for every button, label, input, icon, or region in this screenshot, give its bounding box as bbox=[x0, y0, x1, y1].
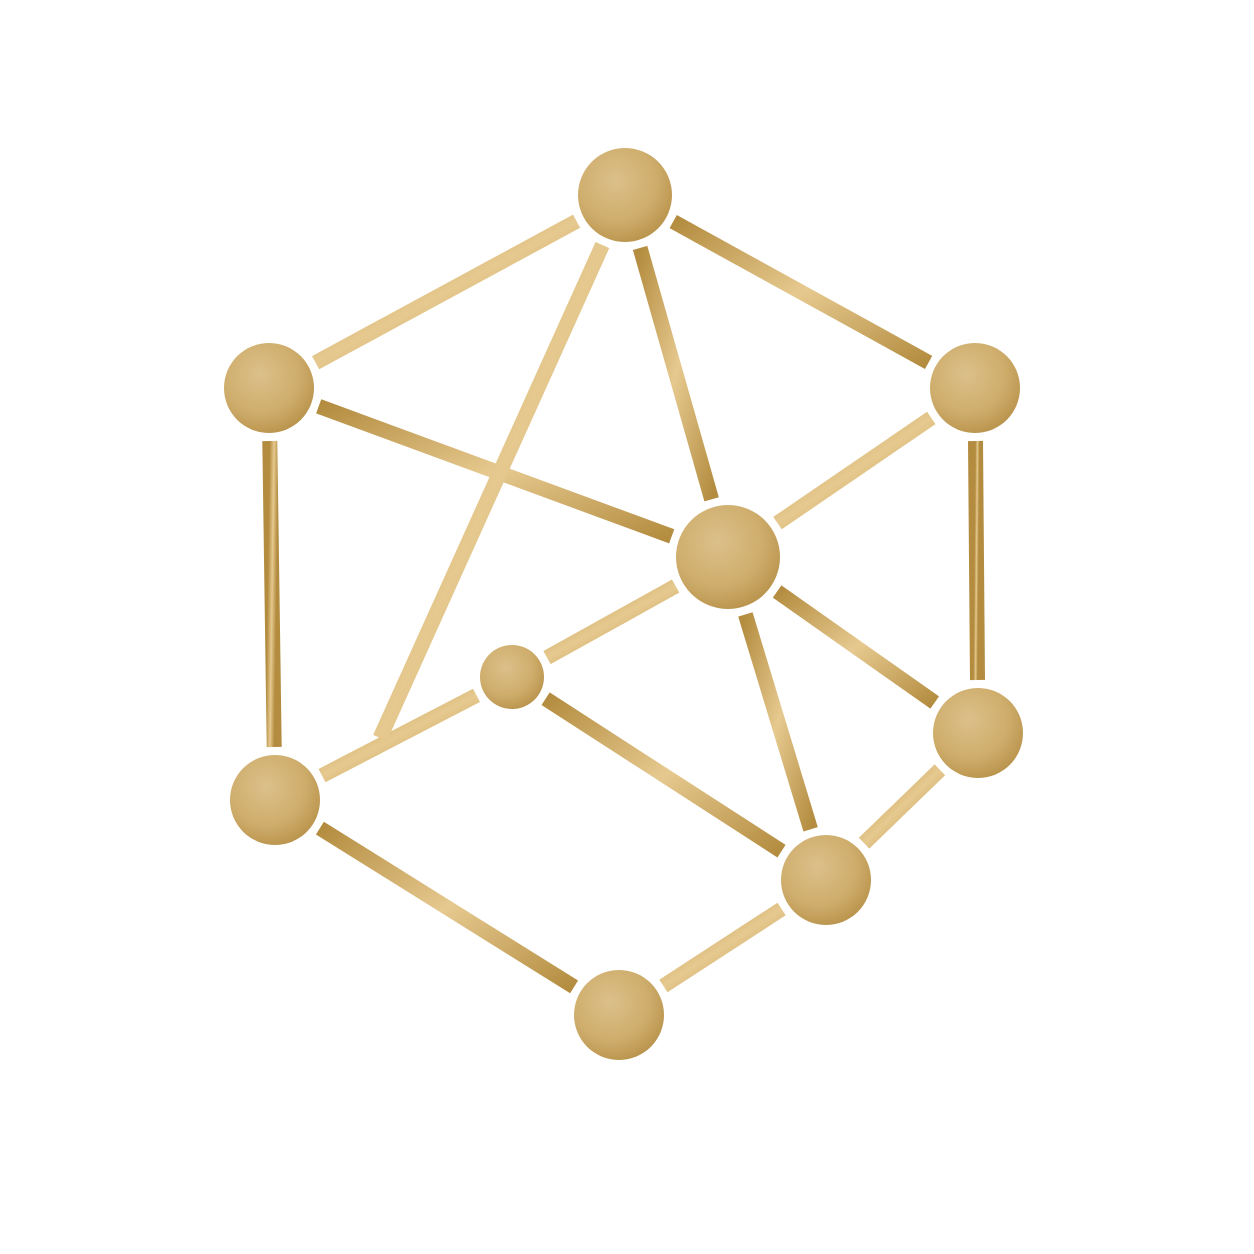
edge-top-diagonal bbox=[373, 242, 610, 742]
edge-center-small bbox=[543, 579, 680, 665]
node-upperLeft bbox=[224, 343, 314, 433]
edge-small-bottomMid bbox=[541, 692, 786, 858]
edge-lowerLeft-bottom bbox=[315, 821, 579, 994]
edge-upperLeft-lowerLeft bbox=[262, 440, 282, 748]
graph-nodes bbox=[218, 142, 1029, 1066]
edge-top-upperLeft bbox=[312, 214, 581, 370]
edge-bottomMid-bottom bbox=[659, 902, 786, 993]
edge-center-lowerRight bbox=[772, 585, 940, 709]
node-lowerLeft bbox=[230, 755, 320, 845]
edge-center-bottomMid bbox=[738, 612, 818, 832]
edge-lowerRight-bottomMid bbox=[858, 764, 946, 849]
node-top bbox=[578, 148, 672, 242]
node-center bbox=[676, 505, 780, 609]
node-bottom bbox=[574, 970, 664, 1060]
node-small bbox=[480, 645, 544, 709]
node-upperRight bbox=[930, 343, 1020, 433]
edge-small-lowerLeft bbox=[318, 688, 480, 783]
edge-upperRight-lowerRight bbox=[968, 440, 985, 681]
edge-top-upperRight bbox=[669, 215, 933, 369]
edge-upperRight-center bbox=[773, 411, 936, 530]
node-lowerRight bbox=[933, 688, 1023, 778]
edge-top-center bbox=[632, 245, 719, 502]
graph-edges bbox=[262, 214, 985, 994]
node-bottomMid bbox=[781, 835, 871, 925]
